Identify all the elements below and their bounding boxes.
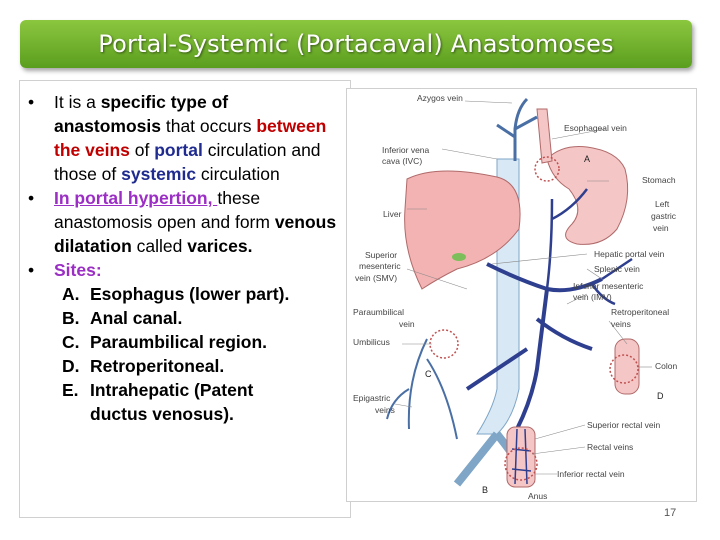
label-splenic: Splenic vein — [594, 264, 640, 274]
site-c-marker — [430, 330, 458, 358]
bullet-dot: • — [28, 258, 54, 282]
bullet-dot: • — [28, 186, 54, 258]
label-rectal: Rectal veins — [587, 442, 633, 452]
label-retro-1: Retroperitoneal — [611, 307, 669, 317]
label-site-d: D — [657, 391, 664, 401]
label-superior-rectal: Superior rectal vein — [587, 420, 661, 430]
bullet-sites: • Sites: — [28, 258, 338, 282]
label-colon: Colon — [655, 361, 677, 371]
bullet-list: • It is a specific type of anastomosis t… — [28, 90, 338, 426]
site-item: A.Esophagus (lower part). — [62, 282, 338, 306]
label-ivc-2: cava (IVC) — [382, 156, 422, 166]
label-paraumbilical-2: vein — [399, 319, 415, 329]
label-epigastric-1: Epigastric — [353, 393, 391, 403]
sites-label: Sites: — [54, 258, 338, 282]
gallbladder-organ — [452, 253, 466, 261]
label-smv-3: vein (SMV) — [355, 273, 397, 283]
page-number: 17 — [664, 507, 676, 519]
label-gastric-1: Left — [655, 199, 670, 209]
azygos-vessel — [497, 99, 537, 161]
label-ivc-1: Inferior vena — [382, 145, 430, 155]
label-site-c: C — [425, 369, 432, 379]
rectum-organ — [507, 427, 535, 487]
epigastric-vessel — [387, 339, 457, 439]
label-stomach: Stomach — [642, 175, 676, 185]
portal-systemic-diagram: Azygos vein Esophageal vein Inferior ven… — [347, 89, 696, 501]
site-item: B.Anal canal. — [62, 306, 338, 330]
colon-organ — [615, 339, 639, 394]
site-item: C.Paraumbilical region. — [62, 330, 338, 354]
esophagus-organ — [537, 109, 552, 163]
anatomy-diagram-frame: Azygos vein Esophageal vein Inferior ven… — [346, 88, 697, 502]
label-inferior-rectal: Inferior rectal vein — [557, 469, 625, 479]
label-site-a: A — [584, 154, 590, 164]
slide-title: Portal-Systemic (Portacaval) Anastomoses — [98, 30, 614, 58]
label-retro-2: veins — [611, 319, 631, 329]
label-paraumbilical-1: Paraumbilical — [353, 307, 404, 317]
label-esophageal: Esophageal vein — [564, 123, 627, 133]
label-gastric-3: vein — [653, 223, 669, 233]
bullet-dot: • — [28, 90, 54, 186]
sites-list: A.Esophagus (lower part). B.Anal canal. … — [62, 282, 338, 426]
label-site-b: B — [482, 485, 488, 495]
label-smv-2: mesenteric — [359, 261, 401, 271]
label-epigastric-2: veins — [375, 405, 395, 415]
site-item-continuation: ductus venosus). — [62, 402, 338, 426]
label-anus: Anus — [528, 491, 547, 501]
label-liver: Liver — [383, 209, 402, 219]
label-imv-2: vein (IMV) — [573, 292, 612, 302]
bullet-definition: • It is a specific type of anastomosis t… — [28, 90, 338, 186]
label-hepatic-portal: Hepatic portal vein — [594, 249, 665, 259]
label-smv-1: Superior — [365, 250, 397, 260]
title-bar: Portal-Systemic (Portacaval) Anastomoses — [20, 20, 692, 68]
label-umbilicus: Umbilicus — [353, 337, 390, 347]
bullet-text: It is a specific type of anastomosis tha… — [54, 90, 338, 186]
bullet-text: In portal hypertion, these anastomosis o… — [54, 186, 338, 258]
site-item: E.Intrahepatic (Patent — [62, 378, 338, 402]
site-item: D.Retroperitoneal. — [62, 354, 338, 378]
label-gastric-2: gastric — [651, 211, 677, 221]
bullet-portal-hypertension: • In portal hypertion, these anastomosis… — [28, 186, 338, 258]
label-azygos: Azygos vein — [417, 93, 463, 103]
label-imv-1: Inferior mesenteric — [573, 281, 644, 291]
